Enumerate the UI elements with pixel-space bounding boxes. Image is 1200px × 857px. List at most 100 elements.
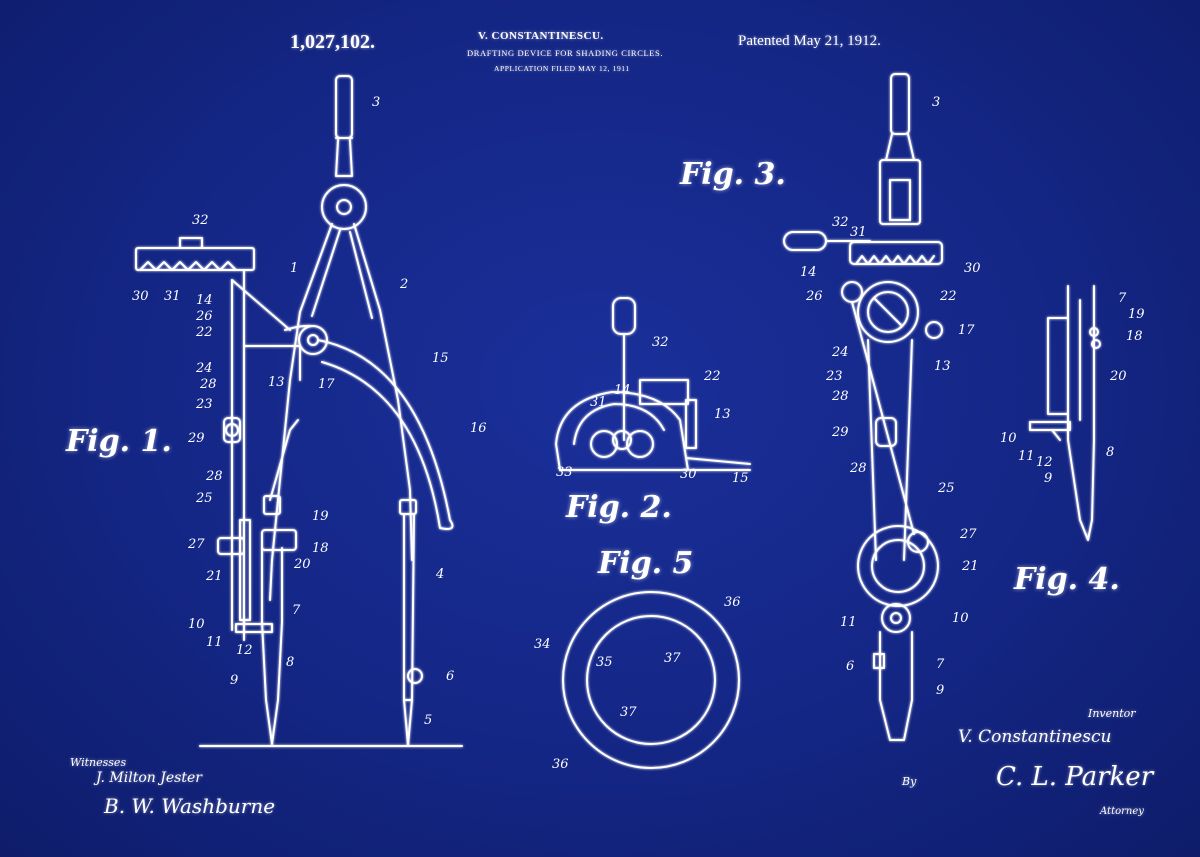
svg-text:28: 28: [849, 461, 867, 476]
svg-text:10: 10: [188, 617, 205, 632]
attorney-label: Attorney: [1100, 806, 1144, 817]
svg-text:23: 23: [825, 369, 843, 384]
svg-text:28: 28: [199, 377, 217, 392]
svg-text:17: 17: [318, 377, 335, 392]
svg-text:10: 10: [1000, 431, 1017, 446]
svg-text:13: 13: [268, 375, 285, 390]
fig3-label: Fig. 3.: [680, 157, 786, 192]
svg-text:12: 12: [1036, 455, 1053, 470]
patent-number: 1,027,102.: [290, 31, 375, 53]
svg-text:30: 30: [680, 467, 697, 482]
inventor-label: Inventor: [1088, 707, 1136, 720]
svg-text:11: 11: [206, 635, 223, 650]
svg-text:3: 3: [372, 95, 380, 110]
svg-text:28: 28: [831, 389, 849, 404]
svg-text:24: 24: [831, 345, 849, 360]
svg-text:36: 36: [724, 595, 741, 610]
svg-text:13: 13: [934, 359, 951, 374]
svg-text:3: 3: [932, 95, 940, 110]
svg-text:32: 32: [652, 335, 669, 350]
invention-title: DRAFTING DEVICE FOR SHADING CIRCLES.: [467, 48, 664, 58]
svg-text:27: 27: [187, 537, 205, 552]
svg-text:6: 6: [446, 669, 454, 684]
svg-text:30: 30: [132, 289, 149, 304]
svg-text:23: 23: [195, 397, 213, 412]
svg-text:33: 33: [556, 465, 573, 480]
svg-text:8: 8: [286, 655, 294, 670]
svg-text:34: 34: [534, 637, 551, 652]
inventor-signature: V. Constantinescu: [958, 727, 1112, 747]
witness-signature-1: J. Milton Jester: [96, 770, 202, 786]
svg-text:32: 32: [192, 213, 209, 228]
svg-text:16: 16: [470, 421, 487, 436]
svg-text:29: 29: [187, 431, 205, 446]
svg-text:19: 19: [1128, 307, 1145, 322]
svg-text:8: 8: [1106, 445, 1114, 460]
svg-text:37: 37: [664, 651, 681, 666]
svg-text:26: 26: [805, 289, 823, 304]
svg-text:32: 32: [832, 215, 849, 230]
svg-text:24: 24: [195, 361, 213, 376]
fig2-drawing: [555, 297, 751, 471]
svg-text:13: 13: [714, 407, 731, 422]
application-filed-line: APPLICATION FILED MAY 12, 1911: [494, 64, 630, 73]
svg-text:36: 36: [552, 757, 569, 772]
svg-text:7: 7: [936, 657, 945, 672]
svg-text:31: 31: [590, 395, 607, 410]
fig5-drawing: [562, 591, 740, 769]
svg-text:14: 14: [800, 265, 817, 280]
svg-text:18: 18: [312, 541, 329, 556]
svg-text:22: 22: [195, 325, 213, 340]
svg-text:19: 19: [312, 509, 329, 524]
svg-text:27: 27: [959, 527, 977, 542]
by-label: By: [902, 775, 917, 788]
svg-text:31: 31: [850, 225, 867, 240]
witnesses-label: Witnesses: [70, 756, 127, 769]
svg-text:15: 15: [732, 471, 749, 486]
svg-text:5: 5: [424, 713, 432, 728]
fig2-label: Fig. 2.: [566, 490, 672, 525]
svg-text:11: 11: [1018, 449, 1035, 464]
fig5-label: Fig. 5: [598, 546, 694, 581]
attorney-signature: C. L. Parker: [996, 762, 1154, 792]
svg-text:28: 28: [205, 469, 223, 484]
svg-text:6: 6: [846, 659, 854, 674]
svg-text:9: 9: [230, 673, 238, 688]
svg-text:15: 15: [432, 351, 449, 366]
svg-text:31: 31: [164, 289, 181, 304]
svg-text:9: 9: [936, 683, 944, 698]
svg-text:30: 30: [964, 261, 981, 276]
svg-text:35: 35: [596, 655, 613, 670]
svg-text:11: 11: [840, 615, 857, 630]
svg-text:26: 26: [195, 309, 213, 324]
svg-text:10: 10: [952, 611, 969, 626]
svg-text:7: 7: [292, 603, 301, 618]
svg-text:22: 22: [703, 369, 721, 384]
svg-text:20: 20: [293, 557, 311, 572]
svg-text:22: 22: [939, 289, 957, 304]
svg-text:21: 21: [961, 559, 979, 574]
fig4-label: Fig. 4.: [1014, 562, 1120, 597]
svg-text:20: 20: [1109, 369, 1127, 384]
svg-text:12: 12: [236, 643, 253, 658]
patented-date: Patented May 21, 1912.: [738, 33, 881, 49]
svg-text:7: 7: [1118, 291, 1127, 306]
svg-text:18: 18: [1126, 329, 1143, 344]
svg-text:4: 4: [435, 567, 444, 582]
reference-numerals: 3 1 2 32 30 31 14 26 22 24 28 23 29 28 2…: [132, 95, 1145, 772]
svg-text:9: 9: [1044, 471, 1052, 486]
svg-text:2: 2: [399, 277, 408, 292]
fig1-drawing: [135, 75, 463, 747]
svg-text:25: 25: [937, 481, 955, 496]
fig1-label: Fig. 1.: [66, 424, 172, 459]
fig3-drawing: [783, 73, 943, 741]
svg-text:17: 17: [958, 323, 975, 338]
svg-text:14: 14: [614, 383, 631, 398]
inventor-header: V. CONSTANTINESCU.: [478, 30, 604, 42]
svg-text:37: 37: [620, 705, 637, 720]
svg-text:25: 25: [195, 491, 213, 506]
svg-text:14: 14: [196, 293, 213, 308]
svg-text:21: 21: [205, 569, 223, 584]
witness-signature-2: B. W. Washburne: [104, 794, 276, 818]
